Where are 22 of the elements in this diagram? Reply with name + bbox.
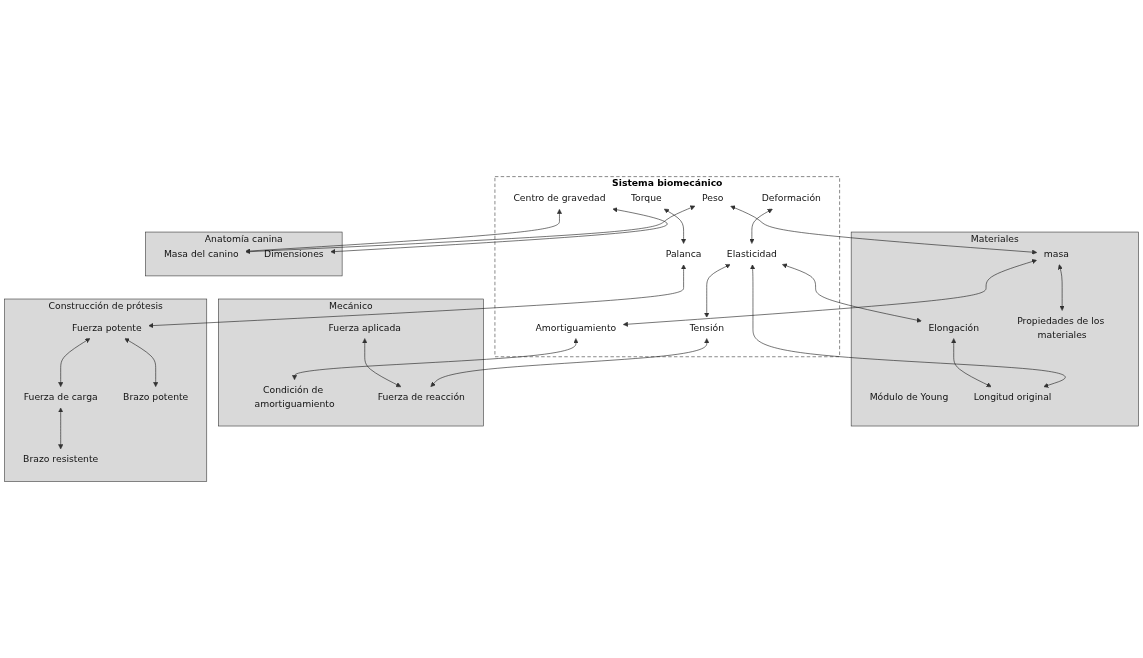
node-text: Brazo resistente bbox=[23, 453, 99, 465]
node-text: Peso bbox=[702, 192, 724, 204]
node-text: Fuerza de reacción bbox=[377, 391, 465, 403]
node-text: Condición de amortiguamiento bbox=[254, 384, 335, 410]
node-text: Propiedades de los materiales bbox=[1017, 315, 1105, 340]
node-text: Fuerza aplicada bbox=[328, 322, 402, 334]
node-text: Torque bbox=[630, 192, 662, 204]
node-text: Elongación bbox=[928, 322, 980, 334]
node-text: Longitud original bbox=[973, 391, 1052, 403]
node-text: Tensión bbox=[689, 322, 724, 334]
node-text: Fuerza potente bbox=[72, 322, 142, 334]
node-text: Dimensiones bbox=[264, 248, 324, 260]
node-text: Masa del canino bbox=[163, 248, 239, 260]
node-text: masa bbox=[1043, 248, 1069, 260]
node-text: Elasticidad bbox=[726, 248, 777, 260]
node-text: Centro de gravedad bbox=[513, 192, 606, 204]
node-text: Amortiguamiento bbox=[535, 322, 617, 334]
node-text: Palanca bbox=[665, 248, 702, 260]
node-text: Módulo de Young bbox=[869, 391, 949, 403]
node-text: Fuerza de carga bbox=[23, 391, 98, 403]
node-text: Brazo potente bbox=[123, 391, 189, 403]
node-text: Deformación bbox=[761, 192, 821, 204]
